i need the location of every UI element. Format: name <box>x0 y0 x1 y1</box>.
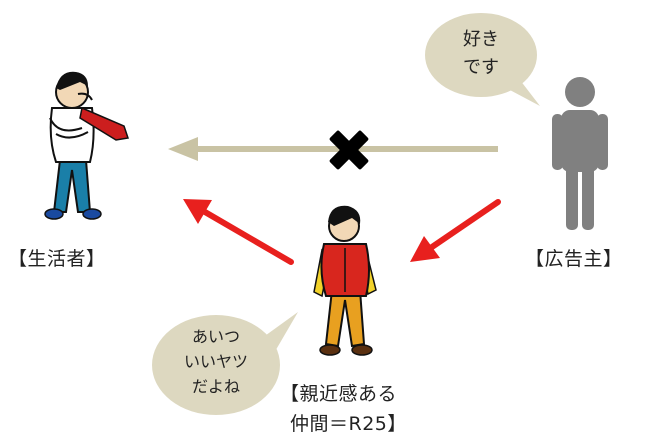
friend-to-consumer-arrow <box>183 199 294 265</box>
friend-bubble-text: あいつ いいヤツ だよね <box>166 324 266 399</box>
friend-figure-icon <box>313 205 377 356</box>
consumer-figure-icon <box>44 71 129 220</box>
advertiser-label: 【広告主】 <box>525 248 623 270</box>
advertiser-bubble-line1: 好き <box>463 29 499 50</box>
cross-icon <box>329 130 369 170</box>
consumer-label: 【生活者】 <box>8 248 106 270</box>
friend-bubble-line2: いいヤツ <box>183 352 248 371</box>
advertiser-bubble-text: 好き です <box>441 26 521 82</box>
friend-label-line2: 仲間＝R25】 <box>290 413 407 435</box>
advertiser-bubble-line2: です <box>463 57 499 78</box>
friend-bubble-line3: だよね <box>191 377 240 396</box>
advertiser-speech-bubble <box>425 13 540 106</box>
advertiser-to-friend-arrow <box>410 199 501 262</box>
friend-speech-bubble <box>152 312 298 415</box>
friend-bubble-line1: あいつ <box>191 327 240 346</box>
person-silhouette-icon <box>552 77 608 230</box>
friend-label-line1: 【親近感ある <box>280 383 398 405</box>
